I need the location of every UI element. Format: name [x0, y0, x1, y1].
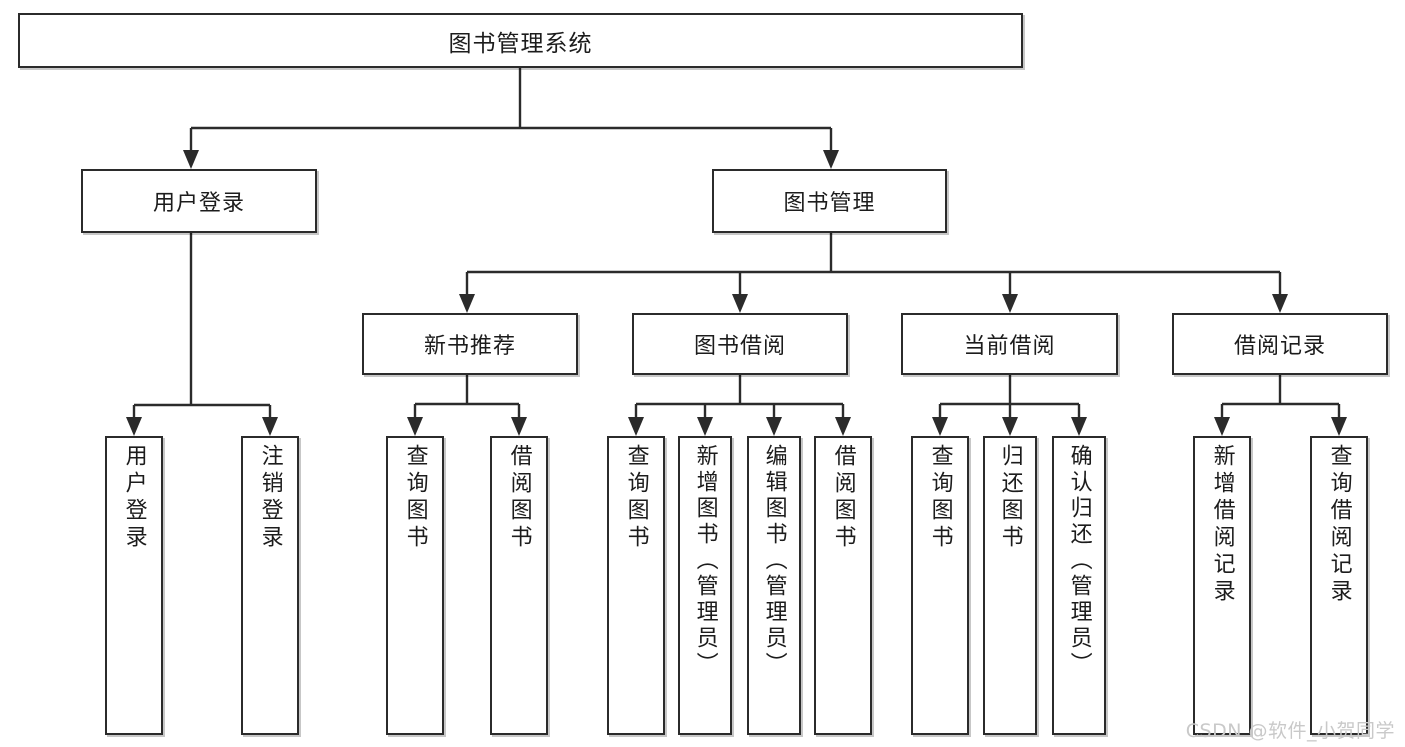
node-label: 查询图书 [402, 444, 428, 552]
node-label: 用户登录 [121, 444, 147, 552]
node-book-borrowing[interactable]: 图书借阅 [632, 313, 848, 375]
node-label: 新书推荐 [423, 334, 516, 359]
leaf-logout[interactable]: 注销登录 [241, 436, 299, 735]
node-borrowing-record[interactable]: 借阅记录 [1172, 313, 1388, 375]
leaf-edit-book-admin[interactable]: 编辑图书（管理员） [747, 436, 801, 735]
leaf-borrow-book[interactable]: 借阅图书 [814, 436, 872, 735]
leaf-add-borrow-record[interactable]: 新增借阅记录 [1193, 436, 1251, 735]
node-book-management[interactable]: 图书管理 [712, 169, 947, 233]
node-label: 新增图书（管理员） [692, 444, 718, 678]
node-label: 当前借阅 [963, 334, 1056, 359]
node-label: 图书管理系统 [448, 30, 593, 57]
node-current-borrowing[interactable]: 当前借阅 [901, 313, 1118, 375]
node-user-login[interactable]: 用户登录 [81, 169, 317, 233]
leaf-query-borrow-record[interactable]: 查询借阅记录 [1310, 436, 1368, 735]
node-label: 查询图书 [623, 444, 649, 552]
node-label: 确认归还（管理员） [1066, 444, 1092, 678]
csdn-watermark: CSDN @软件_小贺同学 [1185, 720, 1395, 742]
leaf-query-book-borrow[interactable]: 查询图书 [607, 436, 665, 735]
node-label: 借阅图书 [830, 444, 856, 552]
leaf-confirm-return-admin[interactable]: 确认归还（管理员） [1052, 436, 1106, 735]
node-label: 图书管理 [783, 191, 876, 216]
node-label: 借阅图书 [506, 444, 532, 552]
node-label: 查询借阅记录 [1326, 444, 1352, 606]
node-label: 用户登录 [152, 191, 245, 216]
leaf-return-book[interactable]: 归还图书 [983, 436, 1037, 735]
leaf-borrow-book-new[interactable]: 借阅图书 [490, 436, 548, 735]
leaf-add-book-admin[interactable]: 新增图书（管理员） [678, 436, 732, 735]
node-root-book-management-system[interactable]: 图书管理系统 [18, 13, 1023, 68]
node-label: 编辑图书（管理员） [761, 444, 787, 678]
node-label: 查询图书 [927, 444, 953, 552]
node-label: 注销登录 [257, 444, 283, 552]
leaf-query-book-new[interactable]: 查询图书 [386, 436, 444, 735]
node-label: 新增借阅记录 [1209, 444, 1235, 606]
node-label: 图书借阅 [693, 334, 786, 359]
leaf-user-login[interactable]: 用户登录 [105, 436, 163, 735]
leaf-query-book-current[interactable]: 查询图书 [911, 436, 969, 735]
node-label: 借阅记录 [1233, 334, 1326, 359]
node-label: 归还图书 [997, 444, 1023, 552]
node-new-book-recommendation[interactable]: 新书推荐 [362, 313, 578, 375]
